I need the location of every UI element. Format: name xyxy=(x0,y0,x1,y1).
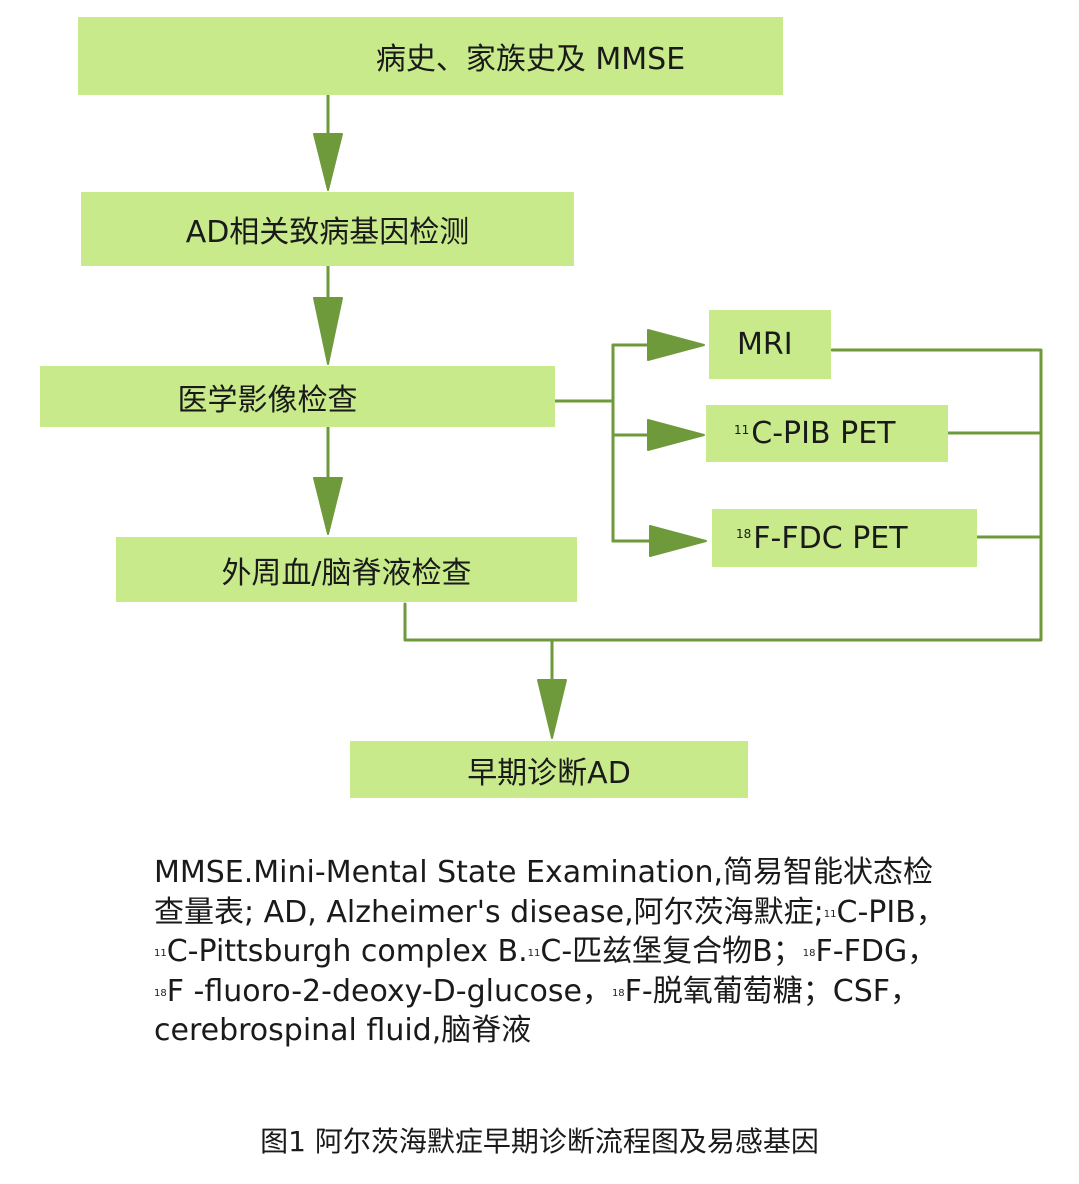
legend-superscript: 11 xyxy=(823,908,837,920)
gene-test-label: AD相关致病基因检测 xyxy=(185,215,470,250)
connector-right-merge xyxy=(403,348,1043,642)
legend-text: F -fluoro-2-deoxy-D-glucose， xyxy=(166,973,612,1009)
arrow-down-icon xyxy=(313,477,343,535)
imaging-box: 医学影像检查 xyxy=(40,366,555,427)
legend-text: MMSE.Mini-Mental State Examination,简易智能状… xyxy=(154,855,934,930)
blood-csf-box: 外周血/脑脊液检查 xyxy=(116,537,577,602)
legend-text: C-Pittsburgh complex B. xyxy=(166,934,528,969)
legend-superscript: 18 xyxy=(154,987,167,999)
arrow-down-icon xyxy=(313,133,343,191)
blood-csf-label: 外周血/脑脊液检查 xyxy=(221,555,472,591)
legend-text: C-匹兹堡复合物B； xyxy=(540,934,803,969)
imaging-label: 医学影像检查 xyxy=(177,382,358,418)
diagnosis-label: 早期诊断AD xyxy=(467,755,631,791)
arrow-down-icon xyxy=(537,679,567,739)
legend-superscript: 11 xyxy=(154,948,167,959)
pib-pet-label: C-PIB PET xyxy=(751,416,896,451)
figure-caption: 图1 阿尔茨海默症早期诊断流程图及易感基因 xyxy=(260,1125,819,1158)
legend-superscript: 18 xyxy=(611,987,625,999)
arrow-right-icon xyxy=(649,525,707,557)
history-label: 病史、家族史及 MMSE xyxy=(375,42,686,77)
fdc-pet-label: F-FDC PET xyxy=(753,520,908,556)
arrow-down-icon xyxy=(313,297,343,365)
mri-label: MRI xyxy=(737,327,793,362)
pib-isotope-superscript: 11 xyxy=(734,422,750,437)
arrow-right-icon xyxy=(647,419,705,451)
arrow-right-icon xyxy=(647,329,705,361)
legend-text: C-PIB， xyxy=(836,894,946,930)
mri-box: MRI xyxy=(709,310,831,379)
gene-test-box: AD相关致病基因检测 xyxy=(81,192,574,266)
legend-text: F-FDG， xyxy=(815,934,938,969)
abbreviation-legend: MMSE.Mini-Mental State Examination,简易智能状… xyxy=(154,853,954,1051)
fdc-isotope-superscript: 18 xyxy=(736,527,752,541)
history-box: 病史、家族史及 MMSE xyxy=(78,17,783,95)
legend-superscript: 11 xyxy=(527,948,541,959)
diagnosis-box: 早期诊断AD xyxy=(350,741,748,798)
legend-superscript: 18 xyxy=(802,948,816,959)
legend-text: F-脱氧葡萄糖；CSF，cerebrospinal fluid,脑脊液 xyxy=(154,973,920,1049)
